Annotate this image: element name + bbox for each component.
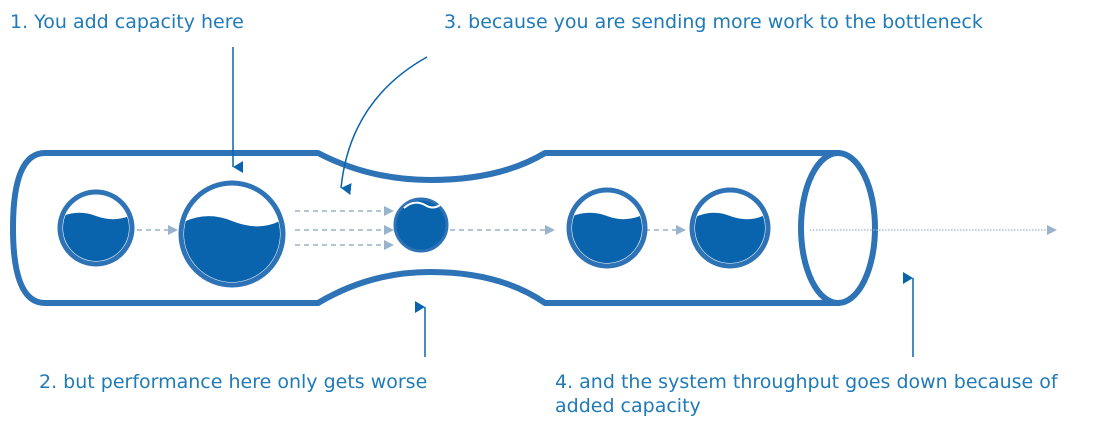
- flask-3-bottleneck: [393, 197, 449, 253]
- flask-4: [566, 187, 648, 269]
- flask-2-added-capacity: [178, 180, 286, 288]
- annotation-performance-worse: 2. but performance here only gets worse: [39, 371, 428, 393]
- annotation-throughput-down: 4. and the system throughput goes down b…: [555, 371, 1058, 417]
- annotation-more-work-to-bottleneck: 3. because you are sending more work to …: [444, 11, 983, 33]
- pointer-arrow-bottleneck: [340, 56, 428, 195]
- flow-arrows: [137, 206, 686, 250]
- annotation-add-capacity: 1. You add capacity here: [10, 11, 244, 33]
- flask-1: [57, 189, 135, 267]
- flask-5: [689, 187, 771, 269]
- pipe-opening: [798, 150, 878, 306]
- pipe-outline: [10, 150, 840, 306]
